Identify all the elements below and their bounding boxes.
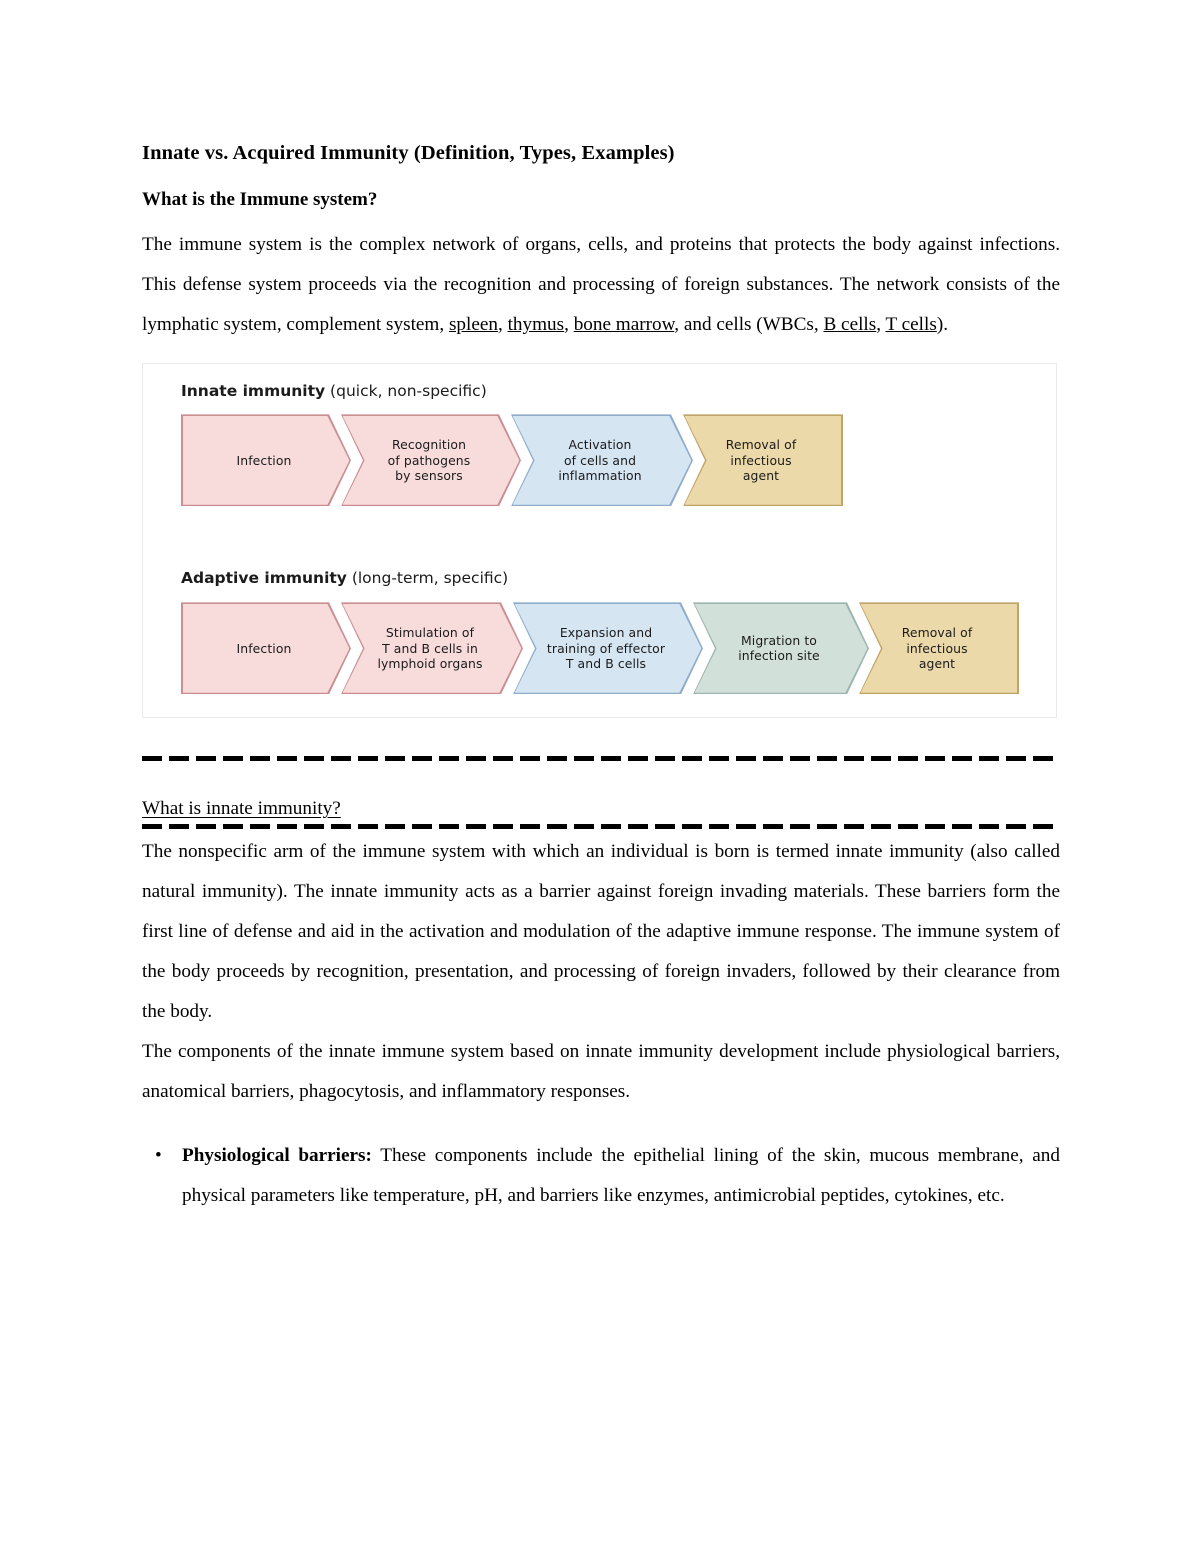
link-b-cells[interactable]: B cells xyxy=(823,314,877,336)
components-paragraph: The components of the innate immune syst… xyxy=(142,1041,1060,1103)
flow-step-label: Activation of cells and inflammation xyxy=(558,437,642,484)
flow-step-innate-3: Activation of cells and inflammation xyxy=(511,414,693,506)
section-heading-immune-system: What is the Immune system? xyxy=(142,188,378,210)
intro-paragraph: The immune system is the complex network… xyxy=(142,211,1060,345)
bullet-marker: • xyxy=(155,1145,162,1167)
flow-step-innate-4: Removal of infectious agent xyxy=(683,414,843,507)
list-item: • Physiological barriers: These component… xyxy=(142,1136,1060,1216)
innate-immunity-flow: Infection Recognition of pathogens by se… xyxy=(181,414,843,507)
chevron-shape xyxy=(181,414,351,506)
flow-step-label: Removal of infectious agent xyxy=(901,625,973,672)
flow-step-innate-1: Infection xyxy=(181,414,351,506)
innate-label-rest: (quick, non-specific) xyxy=(325,382,487,401)
innate-immunity-paragraph: The nonspecific arm of the immune system… xyxy=(142,841,1060,1023)
innate-label-bold: Innate immunity xyxy=(181,382,326,401)
chevron-shape xyxy=(513,602,703,694)
flow-step-adaptive-3: Expansion and training of effector T and… xyxy=(513,602,703,694)
flow-step-adaptive-4: Migration to infection site xyxy=(693,602,869,694)
flow-step-label: Stimulation of T and B cells in lymphoid… xyxy=(377,625,483,672)
document-page: Innate vs. Acquired Immunity (Definition… xyxy=(142,0,1060,1216)
adaptive-label-bold: Adaptive immunity xyxy=(181,569,347,588)
flow-step-innate-2: Recognition of pathogens by sensors xyxy=(341,414,521,506)
chevron-shape xyxy=(859,602,1019,695)
innate-immunity-figure-label: Innate immunity (quick, non-specific) xyxy=(181,382,487,400)
intro-sep2: , xyxy=(564,314,574,336)
flow-step-adaptive-1: Infection xyxy=(181,602,351,694)
question-heading-block: What is innate immunity? xyxy=(142,798,1060,832)
intro-sep1: , xyxy=(498,314,508,336)
chevron-shape xyxy=(181,602,351,694)
question-heading-innate-immunity: What is innate immunity? xyxy=(142,798,342,821)
heading-divider-dashed xyxy=(142,824,1060,830)
adaptive-immunity-flow: Infection Stimulation of T and B cells i… xyxy=(181,602,1019,695)
bullet-text: These components include the epithelial … xyxy=(182,1145,1060,1207)
adaptive-immunity-figure-label: Adaptive immunity (long-term, specific) xyxy=(181,569,508,587)
link-bone-marrow[interactable]: bone marrow xyxy=(573,314,675,336)
chevron-shape xyxy=(341,414,521,506)
bullet-term: Physiological barriers: xyxy=(182,1145,372,1167)
flow-step-adaptive-5: Removal of infectious agent xyxy=(859,602,1019,695)
intro-text-part3: ). xyxy=(936,314,948,336)
intro-sep3: , xyxy=(876,314,886,336)
flow-step-label: Removal of infectious agent xyxy=(725,437,797,484)
flow-step-label: Migration to infection site xyxy=(738,632,820,664)
flow-step-adaptive-2: Stimulation of T and B cells in lymphoid… xyxy=(341,602,523,694)
section-divider-dashed xyxy=(142,756,1060,762)
adaptive-label-rest: (long-term, specific) xyxy=(346,569,509,588)
immunity-flow-figure: Innate immunity (quick, non-specific) In… xyxy=(142,363,1057,719)
link-thymus[interactable]: thymus xyxy=(507,314,565,336)
flow-step-label: Infection xyxy=(236,452,292,468)
intro-text-part2: , and cells (WBCs, xyxy=(674,314,824,336)
flow-step-label: Recognition of pathogens by sensors xyxy=(387,437,471,484)
link-t-cells[interactable]: T cells xyxy=(885,314,937,336)
intro-text-part1: The immune system is the complex network… xyxy=(142,234,1060,336)
chevron-shape xyxy=(683,414,843,507)
chevron-shape xyxy=(511,414,693,506)
physiological-barriers-list: • Physiological barriers: These component… xyxy=(142,1136,1060,1216)
page-title: Innate vs. Acquired Immunity (Definition… xyxy=(142,142,675,164)
chevron-shape xyxy=(341,602,523,694)
chevron-shape xyxy=(693,602,869,694)
flow-step-label: Infection xyxy=(236,640,292,656)
link-spleen[interactable]: spleen xyxy=(448,314,498,336)
flow-step-label: Expansion and training of effector T and… xyxy=(546,625,666,672)
